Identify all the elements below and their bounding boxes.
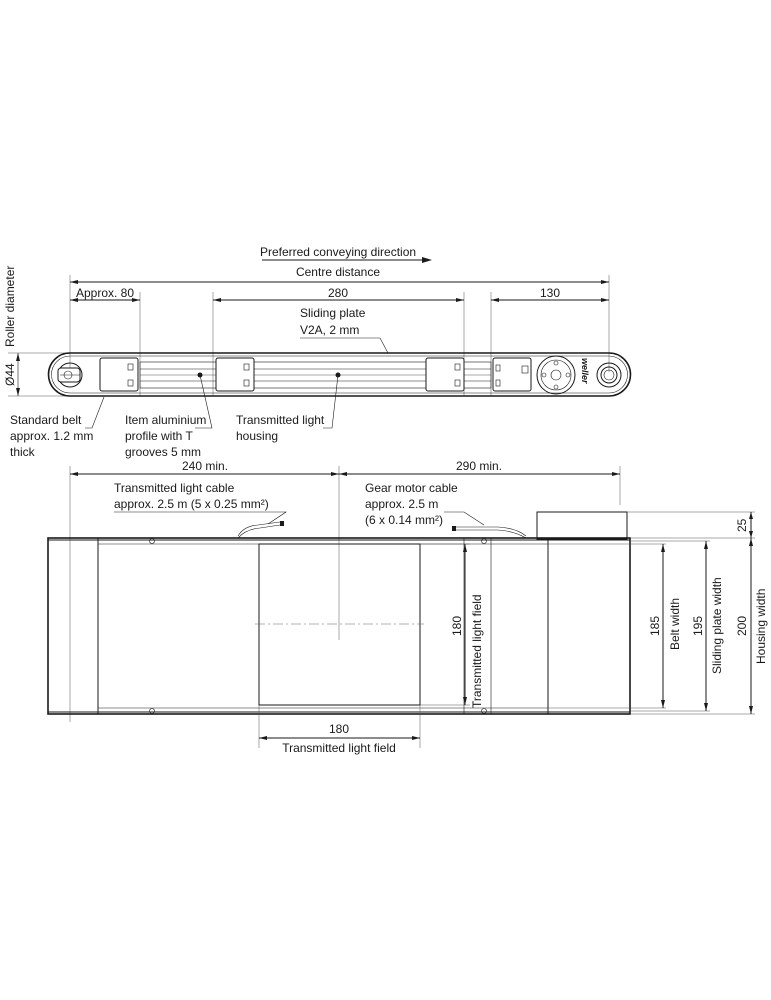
standard-belt-line3: thick [10, 445, 36, 459]
field-horizontal-label: Transmitted light field [282, 741, 396, 755]
left-housing-block [215, 357, 255, 392]
sliding-plate-leader [300, 337, 389, 354]
motor-cable-label-line3: (6 x 0.14 mm²) [365, 513, 443, 527]
sliding-plate-label-line1: Sliding plate [300, 306, 366, 320]
motor-cable-leader [444, 511, 485, 526]
gear-motor-block [536, 511, 628, 540]
motor-cable-label-line2: approx. 2.5 m [365, 497, 438, 511]
top-view: 240 min. 290 min. Transmitted light cabl… [47, 459, 768, 755]
profile-label-line1: Item aluminium [125, 413, 206, 427]
motor-bracket [492, 357, 532, 392]
drive-roller [596, 362, 622, 388]
dim-290-min-label: 290 min. [456, 459, 502, 473]
profile-label-line3: grooves 5 mm [125, 445, 201, 459]
sliding-plate-width-label: Sliding plate width [710, 577, 724, 674]
conveying-direction-label: Preferred conveying direction [260, 245, 416, 259]
standard-belt-line2: approx. 1.2 mm [10, 429, 93, 443]
left-end-bracket [99, 357, 139, 392]
housing-label-line2: housing [236, 429, 278, 443]
profile-label-line2: profile with T [125, 429, 193, 443]
profile-leader [195, 374, 213, 429]
motor-cable-label-line1: Gear motor cable [365, 481, 458, 495]
roller-diameter-label: Roller diameter [3, 266, 17, 347]
manufacturer-logo: weller [580, 358, 590, 384]
right-housing-block [425, 357, 465, 392]
sliding-plate-label-line2: V2A, 2 mm [300, 323, 359, 337]
conveyor-top-outline [47, 537, 631, 715]
dim-240-min-label: 240 min. [182, 459, 228, 473]
motor-cable [456, 526, 527, 537]
light-cable-leader [114, 511, 287, 525]
sliding-plate-width-value: 195 [691, 616, 705, 636]
light-cable-label-line2: approx. 2.5 m (5 x 0.25 mm²) [114, 497, 269, 511]
dim-25-label: 25 [735, 518, 749, 532]
transmitted-light-field [258, 543, 421, 706]
gear-motor-disc [536, 355, 576, 395]
belt-width-value: 185 [648, 616, 662, 636]
standard-belt-line1: Standard belt [10, 413, 82, 427]
housing-width-value: 200 [735, 616, 749, 636]
field-horizontal-value: 180 [329, 722, 349, 736]
conveyor-side-outline [47, 352, 632, 397]
housing-leader [323, 374, 339, 429]
side-view: Preferred conveying direction Centre dis… [3, 245, 632, 459]
centre-distance-label: Centre distance [296, 265, 380, 279]
field-vertical-label: Transmitted light field [470, 594, 484, 708]
light-cable-label-line1: Transmitted light cable [114, 481, 235, 495]
belt-width-label: Belt width [668, 598, 682, 650]
belt-inner-line [51, 355, 628, 394]
light-cable [237, 521, 281, 537]
housing-label-line1: Transmitted light [236, 413, 325, 427]
dim-130-label: 130 [540, 286, 560, 300]
dim-280-label: 280 [328, 286, 348, 300]
standard-belt-leader [85, 396, 105, 429]
roller-diameter-value: Ø44 [3, 363, 17, 386]
dim-approx-80-label: Approx. 80 [76, 286, 134, 300]
housing-width-label: Housing width [754, 589, 768, 664]
conveying-direction-arrowhead [422, 257, 432, 263]
field-vertical-value: 180 [450, 616, 464, 636]
